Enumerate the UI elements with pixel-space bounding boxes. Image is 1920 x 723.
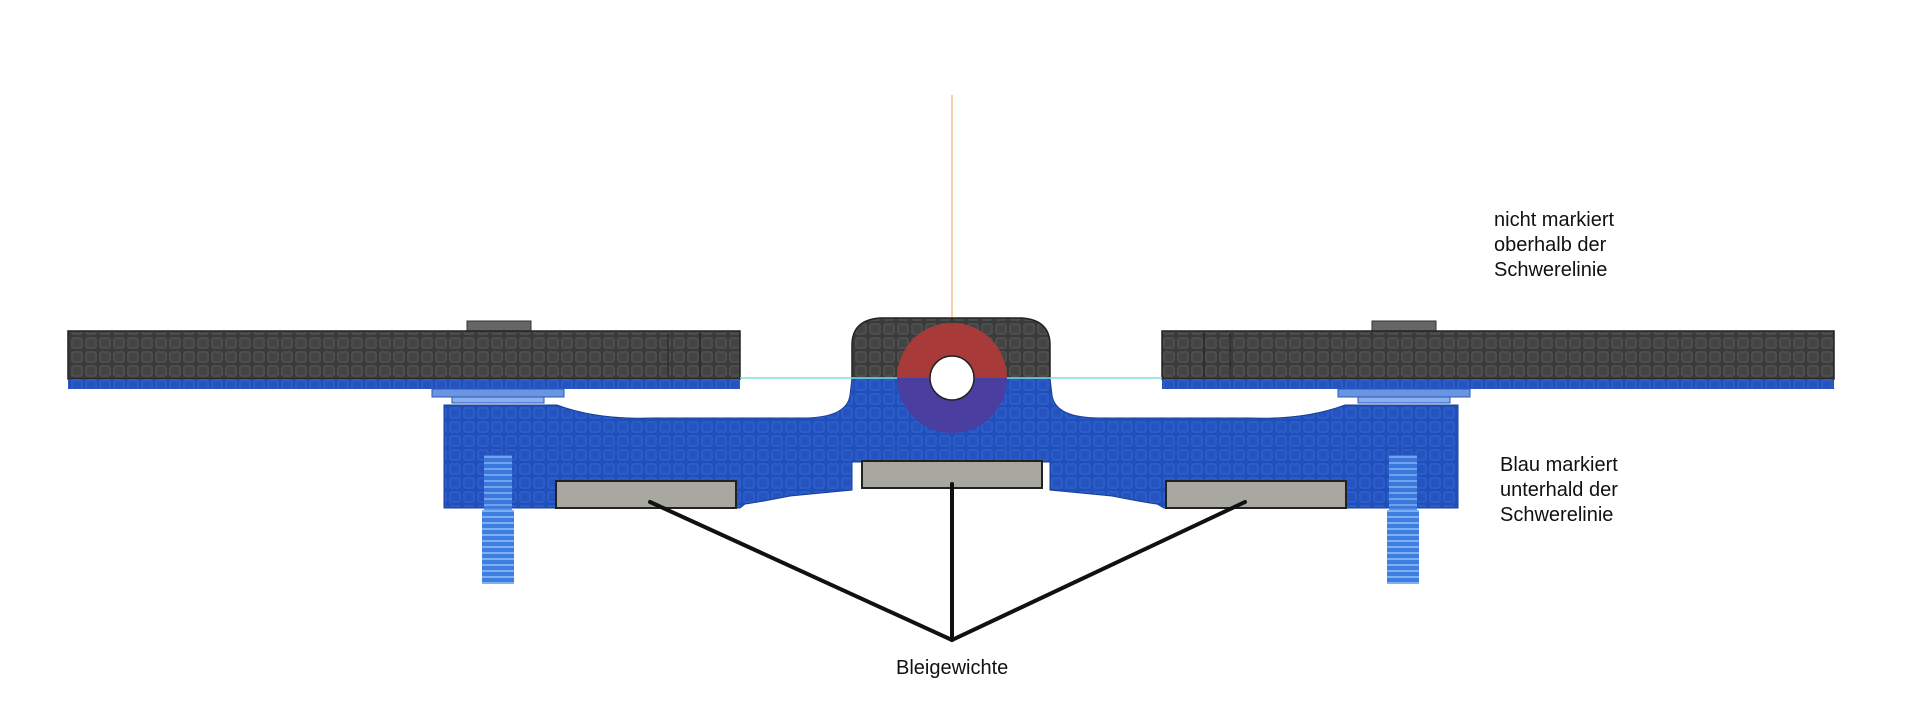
label-blue-marked-line-2: unterhald der [1500, 479, 1618, 501]
right-arm [1161, 320, 1835, 389]
left-washer [431, 388, 565, 398]
right-screw [1387, 455, 1419, 584]
right-washer [1337, 388, 1471, 398]
label-not-marked: nicht markiert oberhalb der Schwerelinie [1494, 208, 1614, 283]
lead-weight-right [1165, 480, 1347, 509]
leader-lines [648, 482, 1247, 642]
label-lead-weights: Bleigewichte [896, 656, 1008, 681]
label-lead-weights-text: Bleigewichte [896, 657, 1009, 679]
left-arm [67, 320, 741, 389]
right-washer-lower [1357, 396, 1451, 404]
label-blue-marked-line-3: Schwerelinie [1500, 504, 1614, 526]
pivot-ring [897, 323, 1007, 433]
label-not-marked-line-2: oberhalb der [1494, 234, 1607, 256]
left-washer-lower [451, 396, 545, 404]
blue-body [443, 377, 1459, 509]
label-blue-marked-line-1: Blau markiert [1500, 454, 1618, 476]
label-not-marked-line-1: nicht markiert [1494, 209, 1615, 231]
label-blue-marked: Blau markiert unterhald der Schwerelinie [1500, 453, 1618, 528]
label-not-marked-line-3: Schwerelinie [1494, 259, 1608, 281]
lead-weight-left [555, 480, 737, 509]
left-screw [482, 455, 514, 584]
